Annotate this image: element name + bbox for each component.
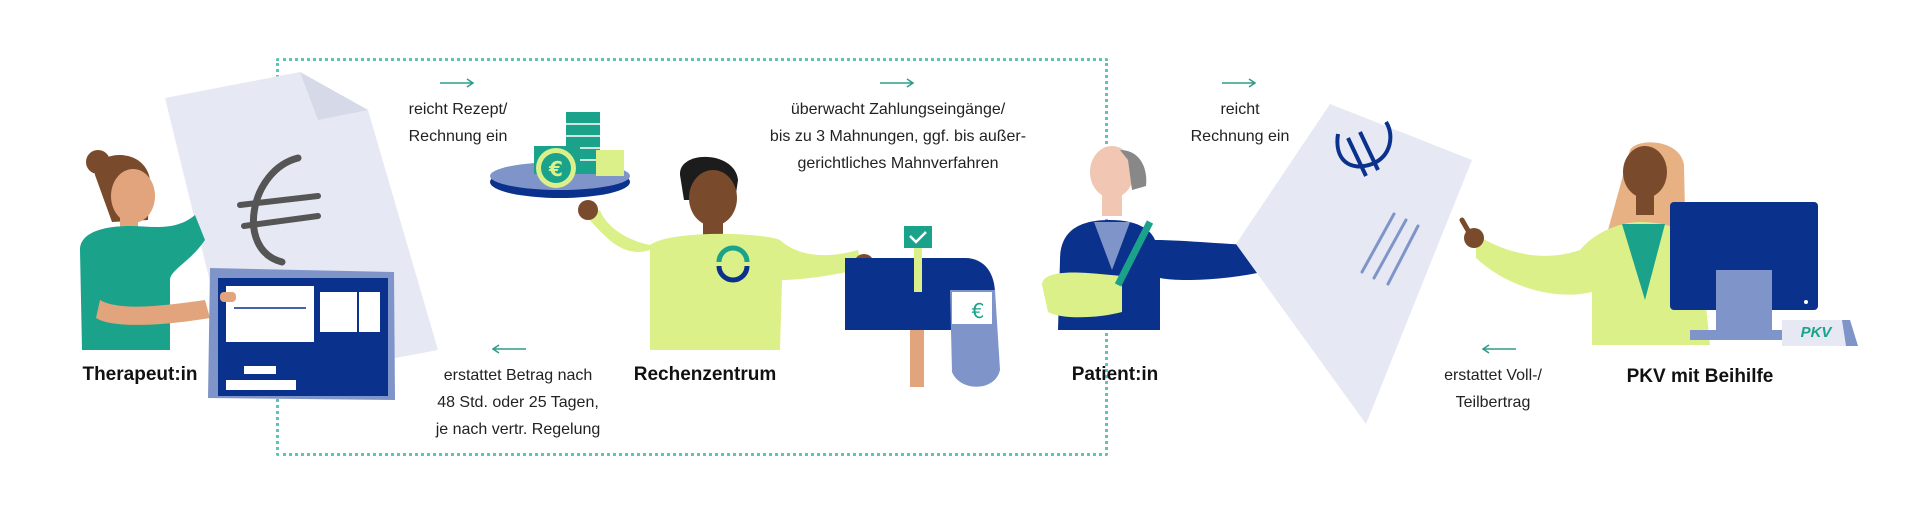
svg-text:€: € <box>972 299 985 323</box>
flow-label-submit-invoice: reicht Rechnung ein <box>1190 101 1290 145</box>
actor-label-insurer: PKV mit Beihilfe <box>1626 366 1774 387</box>
arrow-right-icon <box>880 78 916 88</box>
svg-text:€: € <box>548 157 563 181</box>
pkv-badge-text: PKV <box>1800 324 1832 341</box>
actor-label-patient: Patient:in <box>1071 364 1159 385</box>
arrow-right-icon <box>440 78 476 88</box>
flow-label-submit-prescription: reicht Rezept/ Rechnung ein <box>408 101 508 145</box>
mailbox-icon: € <box>845 226 1000 387</box>
flow-label-monitor-payments: überwacht Zahlungseingänge/ bis zu 3 Mah… <box>769 101 1027 172</box>
arrow-left-icon <box>490 344 526 354</box>
data-center-figure <box>578 156 874 350</box>
insurer-figure <box>1459 142 1710 345</box>
actor-label-therapist: Therapeut:in <box>82 364 198 385</box>
arrow-right-icon <box>1222 78 1258 88</box>
arrow-left-icon <box>1480 344 1516 354</box>
flow-label-reimburse-full: erstattet Voll-/ Teilbertrag <box>1444 367 1542 411</box>
patient-invoice-document-icon <box>1236 104 1472 424</box>
money-tray-icon: € <box>490 112 630 198</box>
pkv-nameplate <box>1782 320 1858 346</box>
therapist-figure <box>80 150 210 350</box>
actor-label-data-center: Rechenzentrum <box>633 364 777 385</box>
billing-form-screen <box>208 268 395 400</box>
flow-label-reimburse-amount: erstattet Betrag nach 48 Std. oder 25 Ta… <box>435 367 601 438</box>
computer-monitor-icon <box>1670 202 1818 340</box>
